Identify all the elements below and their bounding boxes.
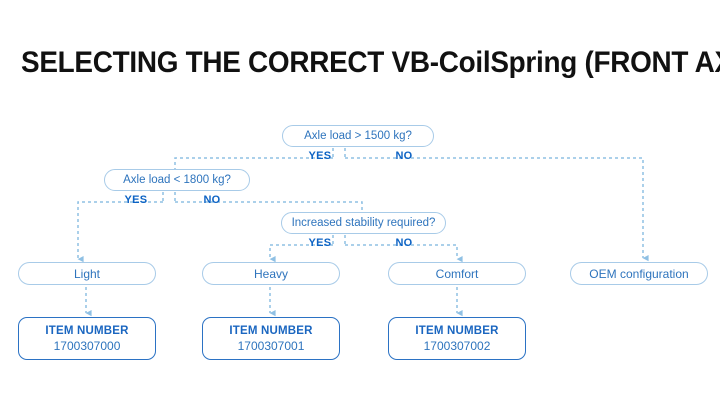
result-label: Light bbox=[73, 266, 101, 281]
item-number-title: ITEM NUMBER bbox=[45, 324, 129, 337]
decision-node-increased-stability[interactable]: Increased stability required? bbox=[281, 212, 446, 234]
branch-label-d3-no: NO bbox=[395, 237, 413, 249]
item-number-title: ITEM NUMBER bbox=[229, 324, 313, 337]
item-number-box-comfort[interactable]: ITEM NUMBER 1700307002 bbox=[388, 317, 526, 360]
branch-label-d2-yes: YES bbox=[124, 194, 148, 206]
result-label: Heavy bbox=[253, 266, 288, 281]
connector-d3-yes-to-heavy bbox=[269, 244, 333, 263]
branch-label-d3-yes: YES bbox=[308, 237, 332, 249]
result-node-oem-configuration[interactable]: OEM configuration bbox=[570, 262, 708, 285]
decision-node-axle-load-1800[interactable]: Axle load < 1800 kg? bbox=[104, 169, 250, 191]
branch-label-d1-no: NO bbox=[395, 150, 413, 162]
result-node-comfort[interactable]: Comfort bbox=[388, 262, 526, 285]
connector-d2-no-to-d3 bbox=[175, 201, 363, 212]
branch-label-d2-no: NO bbox=[203, 194, 221, 206]
branch-label-d1-yes: YES bbox=[308, 150, 332, 162]
page-title: SELECTING THE CORRECT VB-CoilSpring (FRO… bbox=[21, 46, 720, 79]
result-node-heavy[interactable]: Heavy bbox=[202, 262, 340, 285]
connector-d3-no-to-comfort bbox=[345, 244, 463, 263]
item-number-box-heavy[interactable]: ITEM NUMBER 1700307001 bbox=[202, 317, 340, 360]
decision-label: Axle load > 1500 kg? bbox=[304, 130, 412, 142]
connector-d1-yes-to-d2 bbox=[174, 157, 333, 170]
item-number-box-light[interactable]: ITEM NUMBER 1700307000 bbox=[18, 317, 156, 360]
result-label: OEM configuration bbox=[589, 266, 689, 281]
connector-d2-yes-to-light bbox=[77, 201, 163, 263]
decision-node-axle-load-1500[interactable]: Axle load > 1500 kg? bbox=[282, 125, 434, 147]
item-number-value: 1700307001 bbox=[237, 338, 305, 353]
item-number-value: 1700307000 bbox=[53, 338, 121, 353]
result-node-light[interactable]: Light bbox=[18, 262, 156, 285]
decision-label: Axle load < 1800 kg? bbox=[123, 174, 231, 186]
item-number-title: ITEM NUMBER bbox=[415, 324, 499, 337]
item-number-value: 1700307002 bbox=[423, 338, 491, 353]
decision-label: Increased stability required? bbox=[291, 217, 436, 229]
result-label: Comfort bbox=[435, 266, 479, 281]
